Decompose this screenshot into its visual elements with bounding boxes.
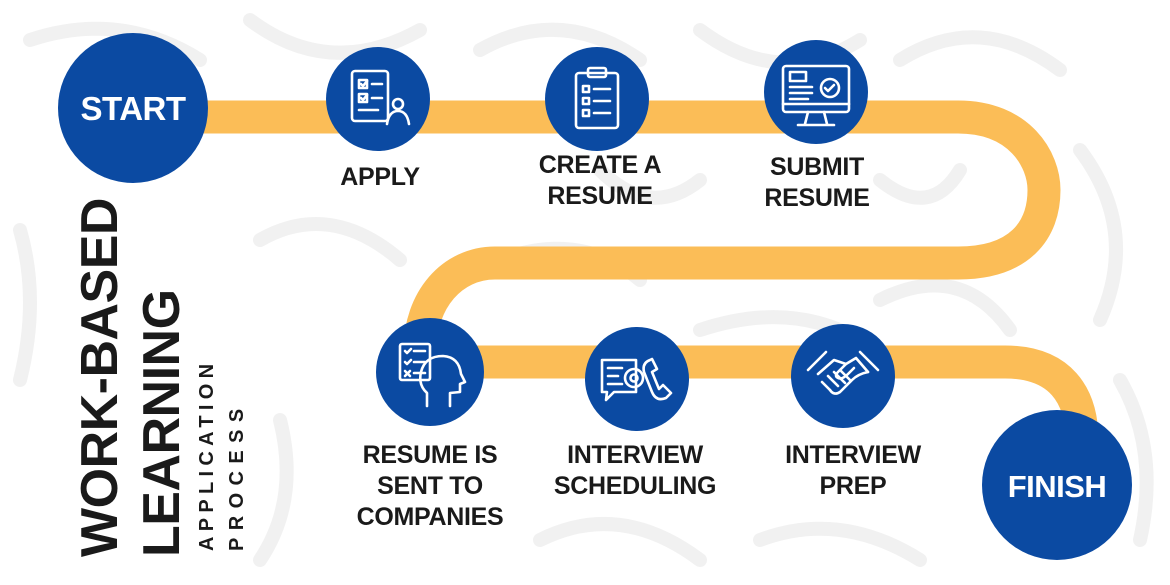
clipboard-icon — [574, 66, 620, 130]
side-title-line1: WORK-BASED — [71, 198, 129, 557]
step-label-line: SCHEDULING — [553, 472, 717, 500]
step-interview-prep — [791, 324, 895, 428]
step-label-line: INTERVIEW — [785, 441, 921, 469]
step-label-interview-prep: INTERVIEW PREP — [768, 440, 938, 502]
step-label-create-resume: CREATE A RESUME — [520, 150, 680, 212]
monitor-check-icon — [781, 64, 851, 127]
step-label-resume-sent: RESUME IS SENT TO COMPANIES — [345, 440, 515, 533]
email-phone-icon — [600, 357, 673, 402]
finish-circle — [982, 410, 1132, 560]
step-label-apply: APPLY — [320, 162, 440, 193]
step-label-line: RESUME — [764, 184, 870, 212]
step-resume-sent — [376, 318, 484, 426]
step-apply — [326, 47, 430, 151]
step-circle — [791, 324, 895, 428]
finish-label: FINISH — [1008, 469, 1107, 504]
step-label-line: PREP — [819, 472, 887, 500]
start-label: START — [80, 90, 185, 127]
side-title-line2: LEARNING — [133, 289, 191, 557]
process-path — [130, 100, 1099, 441]
start-circle — [58, 33, 208, 183]
step-label-interview-scheduling: INTERVIEW SCHEDULING — [545, 440, 725, 502]
step-label-line: SUBMIT — [769, 153, 865, 181]
step-label-submit-resume: SUBMIT RESUME — [742, 152, 892, 214]
side-subtitle-line2: PROCESS — [226, 401, 248, 551]
step-label-line: RESUME IS — [362, 441, 498, 469]
handshake-icon — [806, 350, 880, 395]
checklist-person-icon — [350, 69, 411, 126]
step-interview-scheduling — [585, 327, 689, 431]
head-checklist-icon — [398, 342, 467, 408]
step-label-line: INTERVIEW — [567, 441, 703, 469]
step-label-line: SENT TO — [377, 472, 483, 500]
step-circle — [545, 47, 649, 151]
step-label-line: APPLY — [340, 163, 420, 191]
step-label-line: CREATE A — [538, 151, 662, 179]
step-label-line: COMPANIES — [356, 503, 504, 531]
step-submit-resume — [764, 40, 868, 144]
background-pattern — [13, 13, 1154, 567]
step-circle — [764, 40, 868, 144]
step-label-line: RESUME — [547, 182, 653, 210]
side-subtitle-line1: APPLICATION — [196, 358, 218, 551]
step-create-resume — [545, 47, 649, 151]
